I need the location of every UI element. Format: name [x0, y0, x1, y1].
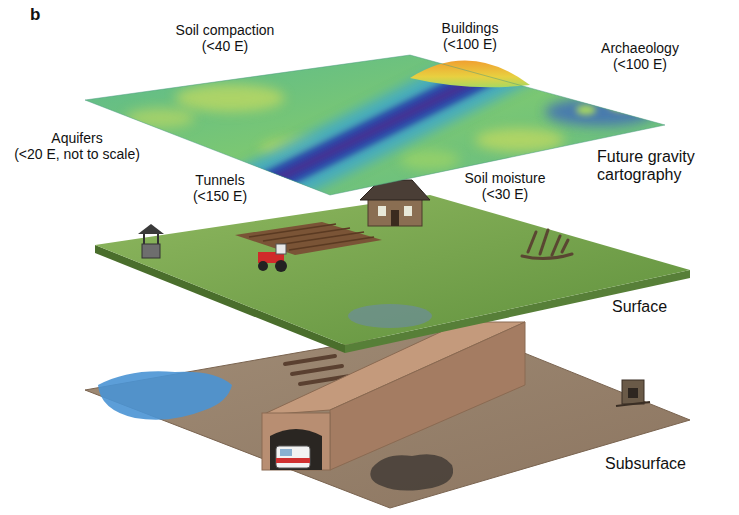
ruins	[522, 230, 572, 259]
dark-void	[370, 454, 453, 490]
callout-label: Aquifers (<20 E, not to scale)	[14, 130, 140, 162]
label-anchor: Surface	[612, 298, 667, 316]
label-anchor: b	[30, 5, 40, 25]
panel-letter: b	[30, 5, 40, 25]
label-anchor: Soil compaction (<40 E)	[176, 22, 275, 54]
label-anchor: Future gravity cartography	[597, 148, 695, 185]
callout-label: Subsurface	[605, 455, 686, 473]
tractor	[258, 244, 287, 272]
callout-label: Future gravity cartography	[597, 148, 695, 185]
label-anchor: Subsurface	[605, 455, 686, 473]
ploughed-field	[235, 222, 382, 255]
aquifer-water	[98, 371, 232, 420]
surface-layer	[95, 180, 690, 353]
label-anchor: Tunnels (<150 E)	[193, 172, 247, 204]
callout-label: Archaeology (<100 E)	[601, 40, 679, 72]
label-anchor: Aquifers (<20 E, not to scale)	[14, 130, 140, 162]
label-anchor: Soil moisture (<30 E)	[465, 170, 546, 202]
gravity-map	[85, 55, 665, 200]
label-anchor: Archaeology (<100 E)	[601, 40, 679, 72]
moist-patch	[348, 304, 432, 328]
buried-ruins	[616, 380, 650, 406]
label-anchor: Buildings (<100 E)	[442, 20, 499, 52]
tunnel	[262, 322, 525, 470]
callout-label: Tunnels (<150 E)	[193, 172, 247, 204]
callout-label: Buildings (<100 E)	[442, 20, 499, 52]
callout-label: Soil moisture (<30 E)	[465, 170, 546, 202]
callout-label: Soil compaction (<40 E)	[176, 22, 275, 54]
train	[276, 446, 310, 468]
callout-label: Surface	[612, 298, 667, 316]
well	[138, 224, 164, 258]
